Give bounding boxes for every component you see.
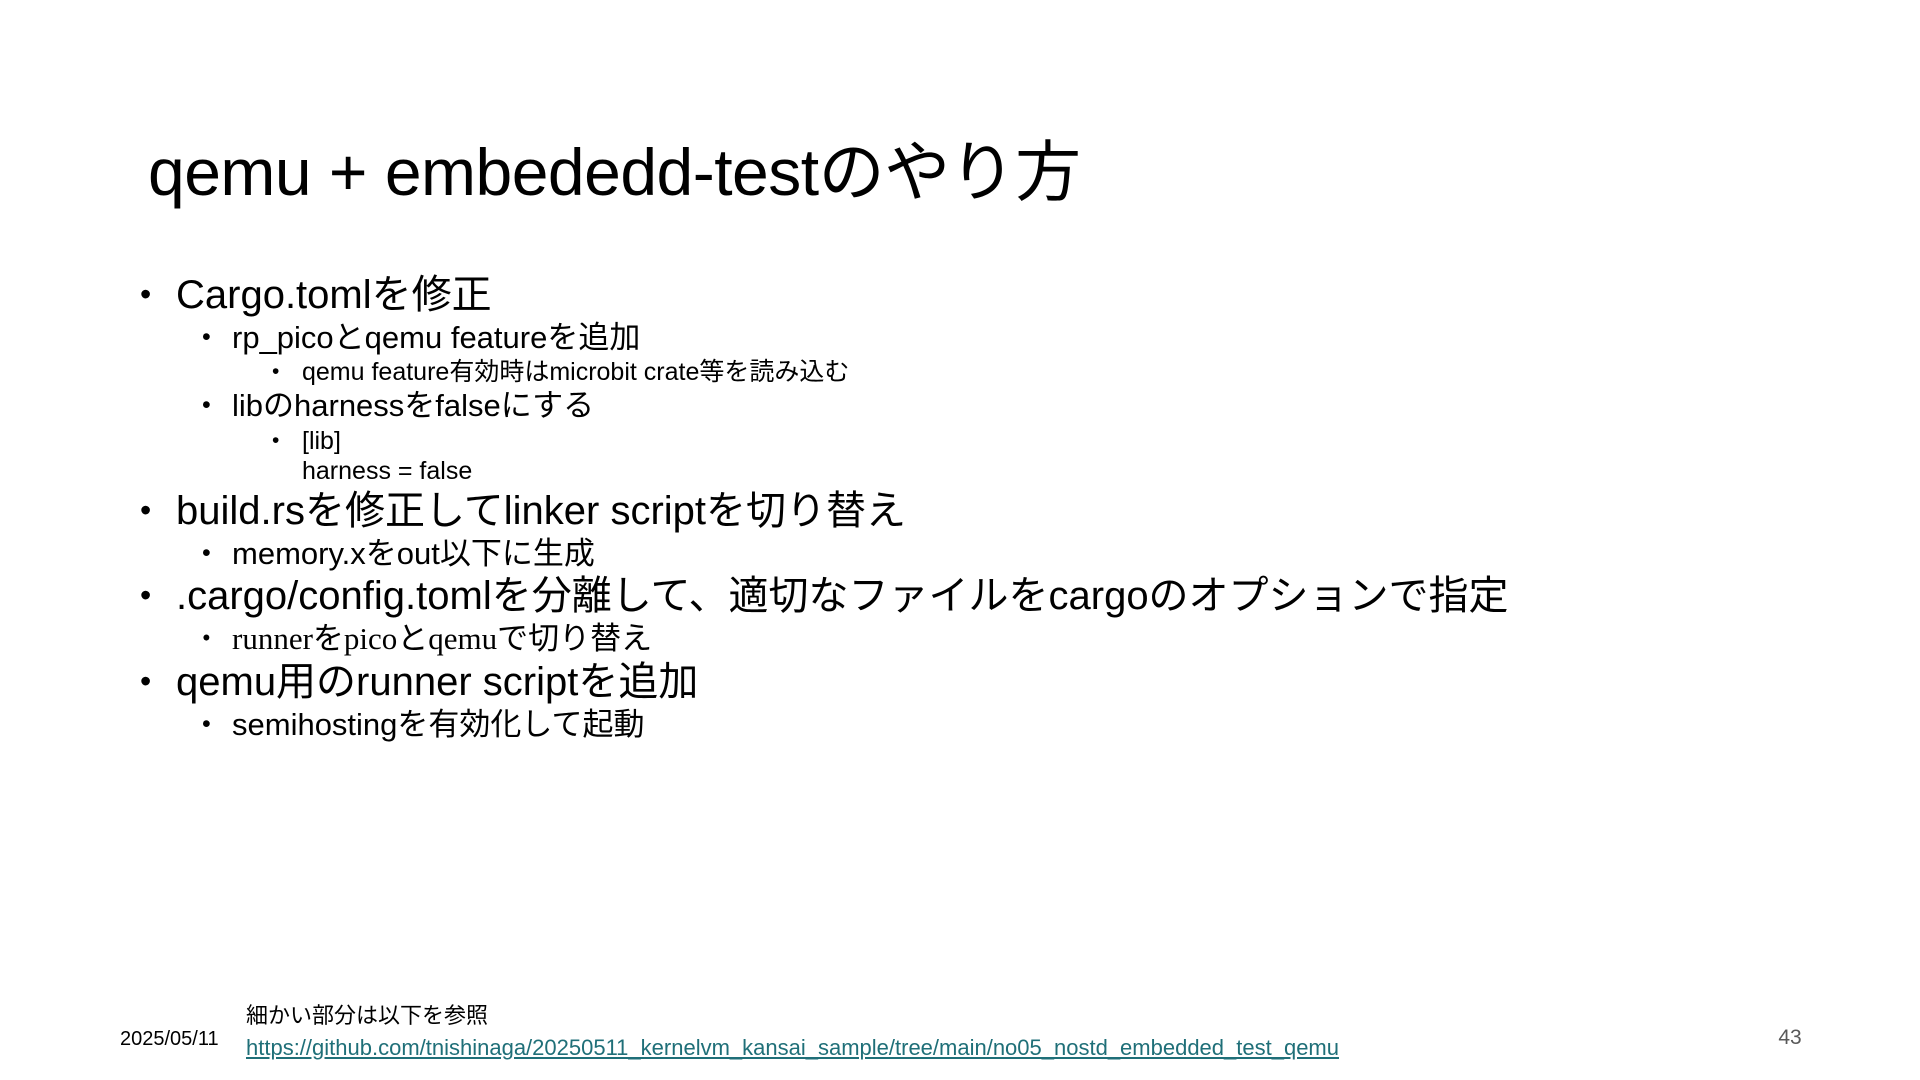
- bullet-marker-icon: •: [202, 625, 211, 653]
- bullet-text: runnerをpicoとqemuで切り替え: [232, 621, 653, 657]
- bullet-item-level2: • memory.xをout以下に生成: [202, 536, 1800, 573]
- bullet-item-level2: • libのharnessをfalseにする: [202, 388, 1800, 425]
- bullet-item-level2: • runnerをpicoとqemuで切り替え: [202, 621, 1800, 658]
- bullet-marker-icon: •: [140, 662, 152, 699]
- page-title: qemu + embededd-testのやり方: [148, 135, 1081, 210]
- footer-note: 細かい部分は以下を参照: [246, 1003, 489, 1028]
- bullet-text: libのharnessをfalseにする: [232, 388, 595, 424]
- bullet-marker-icon: •: [272, 360, 280, 384]
- bullet-marker-icon: •: [140, 491, 152, 528]
- footer-date: 2025/05/11: [120, 1028, 219, 1050]
- bullet-item-level1-wrapped: • .cargo/config.tomlを分離して、適切なファイルをcargoの…: [140, 573, 1800, 620]
- bullet-marker-icon: •: [202, 322, 211, 351]
- bullet-text: .cargo/config.tomlを分離して、適切なファイルをcargoのオプ…: [176, 574, 1509, 619]
- bullet-item-level3-code: • [lib] harness = false: [272, 426, 1800, 487]
- bullet-text-code: [lib] harness = false: [302, 426, 473, 486]
- bullet-text: qemu用のrunner scriptを追加: [176, 659, 699, 704]
- bullet-text: qemu feature有効時はmicrobit crate等を読み込む: [302, 358, 850, 387]
- bullet-text: semihostingを有効化して起動: [232, 706, 645, 742]
- bullet-item-level1: • Cargo.tomlを修正: [140, 272, 1800, 319]
- bullet-marker-icon: •: [140, 577, 152, 614]
- bullet-item-level1: • qemu用のrunner scriptを追加: [140, 659, 1800, 706]
- bullet-text: rp_picoとqemu featureを追加: [232, 319, 641, 355]
- bullet-item-level1: • build.rsを修正してlinker scriptを切り替え: [140, 488, 1800, 535]
- bullet-text: memory.xをout以下に生成: [232, 535, 595, 571]
- bullet-marker-icon: •: [272, 428, 280, 452]
- bullet-text: Cargo.tomlを修正: [176, 273, 492, 317]
- bullet-marker-icon: •: [202, 391, 211, 420]
- bullet-item-level2: • semihostingを有効化して起動: [202, 707, 1800, 744]
- page-number: 43: [1778, 1026, 1802, 1049]
- bullet-list: • Cargo.tomlを修正 • rp_picoとqemu featureを追…: [140, 272, 1800, 744]
- bullet-marker-icon: •: [140, 276, 152, 312]
- bullet-text: build.rsを修正してlinker scriptを切り替え: [176, 488, 907, 533]
- bullet-item-level2: • rp_picoとqemu featureを追加: [202, 320, 1800, 357]
- footer-reference-link[interactable]: https://github.com/tnishinaga/20250511_k…: [246, 1035, 1339, 1060]
- bullet-marker-icon: •: [202, 538, 211, 567]
- bullet-item-level3: • qemu feature有効時はmicrobit crate等を読み込む: [272, 357, 1800, 387]
- bullet-marker-icon: •: [202, 709, 211, 738]
